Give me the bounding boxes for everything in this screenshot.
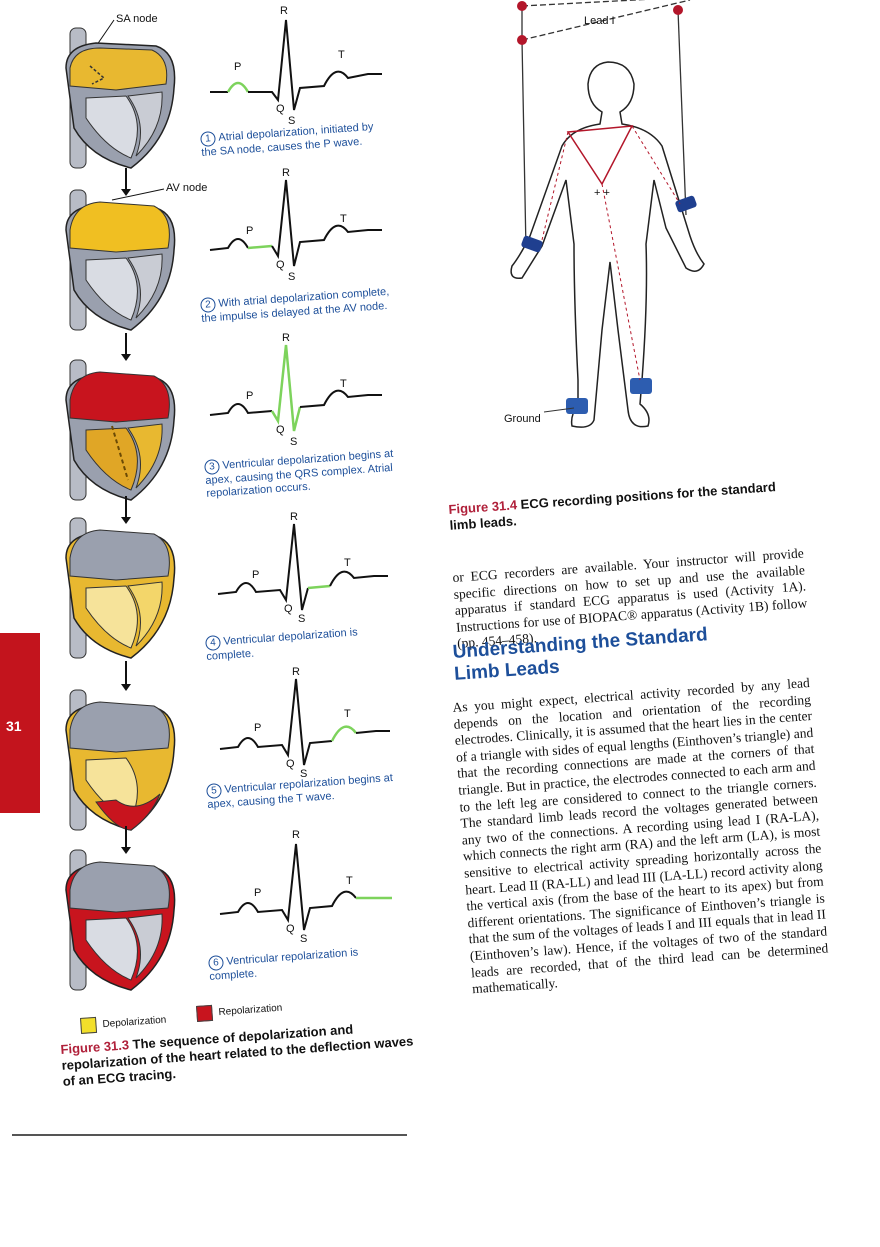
wave-label-r: R	[292, 829, 300, 841]
step-text: With atrial depolarization complete, the…	[201, 285, 390, 325]
ground-label: Ground	[504, 413, 541, 425]
wave-label-t: T	[346, 875, 353, 887]
sequence-arrow-1	[121, 168, 131, 196]
step-number: 2	[200, 296, 217, 313]
heart-diagram-3	[65, 359, 176, 501]
sequence-arrow-5	[121, 826, 131, 854]
limb-lead-body-diagram: Lead I + + Ground	[504, 0, 705, 428]
repolarization-swatch	[196, 1004, 214, 1022]
wave-label-r: R	[282, 332, 290, 344]
ecg-trace-2: R P Q S T	[209, 167, 382, 283]
heart-diagram-1	[65, 27, 176, 169]
wave-label-q: Q	[286, 758, 295, 770]
wave-label-s: S	[288, 271, 295, 283]
wave-label-q: Q	[276, 424, 285, 436]
body-paragraph: As you might expect, electrical activity…	[452, 675, 829, 997]
wave-label-q: Q	[286, 923, 295, 935]
ecg-trace-3: R P Q S T	[209, 332, 382, 448]
wave-label-r: R	[280, 5, 288, 17]
step-text: Ventricular depolarization begins at ape…	[205, 447, 394, 500]
wave-label-r: R	[292, 666, 300, 678]
chapter-number: 31	[6, 718, 22, 734]
wave-label-s: S	[300, 768, 307, 780]
heart-diagram-5	[65, 689, 176, 831]
legend-depolarization: Depolarization	[80, 1012, 167, 1034]
ecg-trace-6: R P Q S T	[219, 829, 392, 945]
wave-label-s: S	[300, 933, 307, 945]
wave-label-p: P	[246, 390, 253, 402]
svg-text:+ +: + +	[594, 187, 610, 199]
step-number: 3	[204, 458, 221, 475]
sa-node-label: SA node	[116, 13, 158, 25]
ecg-trace-1: R P Q S T	[210, 5, 382, 127]
wave-label-s: S	[290, 436, 297, 448]
wave-label-p: P	[246, 225, 253, 237]
wave-label-p: P	[252, 569, 259, 581]
step-text: Ventricular depolarization is complete.	[206, 626, 359, 663]
wave-label-p: P	[254, 887, 261, 899]
step-number: 4	[205, 634, 222, 651]
heart-diagram-6	[65, 849, 176, 991]
step-number: 6	[208, 954, 225, 971]
figure-31-4-caption: Figure 31.4 ECG recording positions for …	[448, 478, 799, 534]
sequence-arrow-3	[121, 496, 131, 524]
chapter-tab: 31	[0, 633, 40, 813]
wave-label-t: T	[340, 213, 347, 225]
wave-label-q: Q	[276, 103, 285, 115]
depolarization-swatch	[80, 1016, 98, 1034]
wave-label-r: R	[290, 511, 298, 523]
wave-label-t: T	[344, 557, 351, 569]
heart-diagram-2	[65, 189, 176, 331]
page-bottom-rule	[12, 1134, 407, 1136]
step-text: Ventricular repolarization is complete.	[209, 946, 359, 983]
lead-label: Lead I	[584, 15, 615, 27]
wave-label-p: P	[234, 61, 241, 73]
wave-label-s: S	[288, 115, 295, 127]
wave-label-t: T	[344, 708, 351, 720]
step-number: 1	[200, 130, 217, 147]
legend-repolarization: Repolarization	[196, 1000, 283, 1022]
sequence-arrow-4	[121, 661, 131, 691]
wave-label-q: Q	[276, 259, 285, 271]
wave-label-t: T	[340, 378, 347, 390]
wave-label-s: S	[298, 613, 305, 625]
heart-diagram-4	[65, 517, 176, 659]
wave-label-q: Q	[284, 603, 293, 615]
av-node-label: AV node	[166, 182, 208, 194]
wave-label-t: T	[338, 49, 345, 61]
wave-label-r: R	[282, 167, 290, 179]
ecg-trace-4: R P Q S T	[217, 511, 388, 625]
step-number: 5	[206, 782, 223, 799]
ecg-trace-5: R P Q S T	[219, 666, 390, 780]
wave-label-p: P	[254, 722, 261, 734]
sequence-arrow-2	[121, 333, 131, 361]
